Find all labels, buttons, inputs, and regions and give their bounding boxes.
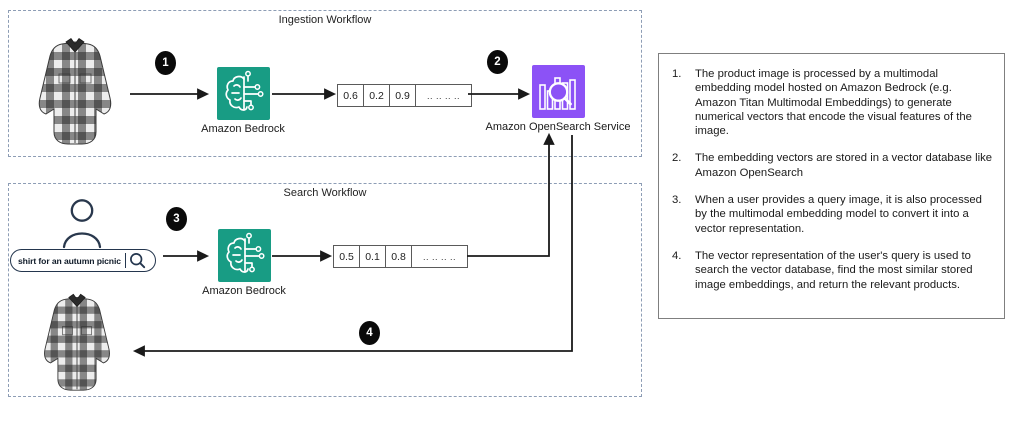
opensearch-label: Amazon OpenSearch Service xyxy=(485,121,631,133)
bedrock-icon xyxy=(218,229,271,282)
vector-cell: 0.1 xyxy=(360,246,386,267)
note-number: 2. xyxy=(672,152,682,165)
vector-cell: 0.9 xyxy=(390,85,416,106)
vector-cell: 0.8 xyxy=(386,246,412,267)
bedrock-label: Amazon Bedrock xyxy=(201,123,285,135)
vector-cell-dots: .. .. .. .. xyxy=(422,251,456,262)
note-item-2: 2. The embedding vectors are stored in a… xyxy=(672,151,998,180)
ingestion-vector: 0.6 0.2 0.9 .. .. .. .. xyxy=(337,84,472,107)
note-number: 1. xyxy=(672,68,682,80)
note-number: 4. xyxy=(672,249,682,262)
notes-panel: 1. The product image is processed by a m… xyxy=(658,53,1005,319)
step-3-badge: 3 xyxy=(166,207,187,231)
vector-cell: 0.2 xyxy=(364,85,390,106)
bedrock-label: Amazon Bedrock xyxy=(202,285,286,297)
ingestion-workflow-title: Ingestion Workflow xyxy=(278,14,372,26)
search-vector: 0.5 0.1 0.8 .. .. .. .. xyxy=(333,245,468,268)
bedrock-icon xyxy=(217,67,270,120)
note-text: The vector representation of the user's … xyxy=(695,249,973,291)
note-item-3: 3. When a user provides a query image, i… xyxy=(672,193,998,236)
opensearch-icon xyxy=(532,65,585,118)
note-item-1: 1. The product image is processed by a m… xyxy=(672,67,998,138)
step-4-badge: 4 xyxy=(359,321,380,345)
note-item-4: 4. The vector representation of the user… xyxy=(672,249,998,292)
product-shirt-image xyxy=(30,35,120,147)
note-text: When a user provides a query image, it i… xyxy=(695,194,982,235)
step-1-badge: 1 xyxy=(155,51,176,75)
search-query-text: shirt for an autumn picnic xyxy=(18,255,121,266)
result-shirt-image xyxy=(33,292,121,392)
note-number: 3. xyxy=(672,194,682,207)
note-text: The product image is processed by a mult… xyxy=(695,68,972,138)
user-person-icon xyxy=(60,197,104,249)
vector-cell: 0.5 xyxy=(334,246,360,267)
vector-cell-dots: .. .. .. .. xyxy=(426,90,460,101)
search-query-pill[interactable]: shirt for an autumn picnic xyxy=(10,249,156,272)
magnifier-icon[interactable] xyxy=(129,252,146,269)
pill-divider xyxy=(124,253,127,268)
step-2-badge: 2 xyxy=(487,50,508,74)
vector-cell: 0.6 xyxy=(338,85,364,106)
note-text: The embedding vectors are stored in a ve… xyxy=(695,152,993,179)
